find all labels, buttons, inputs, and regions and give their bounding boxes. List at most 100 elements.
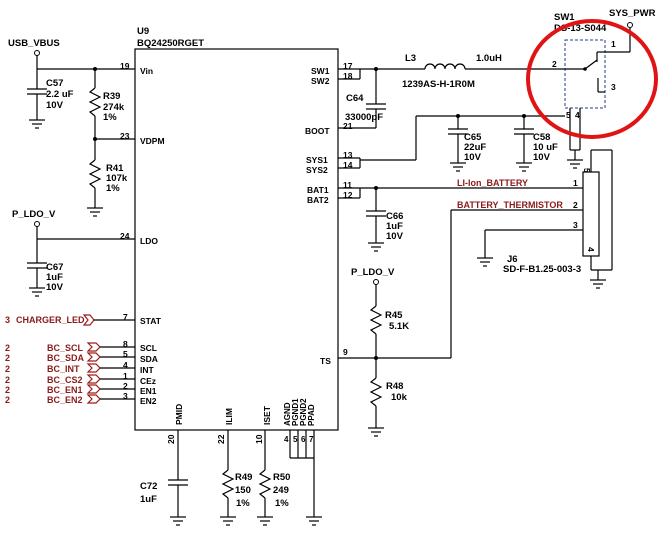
resistor-r48[interactable]: R48 10k — [368, 358, 408, 437]
c65-ref: C65 — [464, 132, 482, 143]
ic-left-pins: 19 Vin 23 VDPM 24 LDO 7 STAT 8 SCL 5 SDA… — [120, 61, 165, 406]
r49-ref: R49 — [235, 472, 252, 483]
net-label-usb-vbus: USB_VBUS — [8, 38, 60, 49]
c65-v2: 10V — [464, 152, 482, 163]
pin-name-bat1: BAT1 — [307, 185, 329, 195]
port-name-bc-scl: BC_SCL — [47, 343, 84, 353]
c67-v1: 1uF — [46, 272, 63, 283]
pin-num-ilim: 22 — [216, 434, 226, 444]
c58-ref: C58 — [533, 132, 550, 143]
port-bc-scl[interactable]: 2 BC_SCL — [5, 342, 135, 353]
pin-name-scl: SCL — [140, 343, 157, 353]
port-sheet-charger-led: 3 — [5, 315, 10, 325]
pin-name-en1: EN1 — [140, 386, 157, 396]
usb-vbus-net[interactable]: USB_VBUS — [8, 38, 135, 71]
r45-value: 5.1K — [389, 321, 409, 332]
j6-top-pin: 5 — [582, 168, 592, 173]
pin-name-iset: ISET — [262, 405, 272, 425]
highlight-circle — [526, 19, 658, 139]
port-bc-en2[interactable]: 2 BC_EN2 — [5, 394, 135, 405]
j6-part: SD-F-B1.25-003-3 — [503, 264, 581, 275]
pin-name-int: INT — [140, 365, 155, 375]
p-ldo-v-right-net[interactable]: P_LDO_V — [351, 267, 395, 285]
pin-num-stat: 7 — [123, 312, 128, 322]
capacitor-c65[interactable]: C65 22uF 10V — [448, 116, 486, 172]
c67-v2: 10V — [46, 282, 64, 293]
r39-v1: 274k — [103, 102, 125, 113]
pin-name-sys2: SYS2 — [306, 165, 328, 175]
j6-pin-3: 3 — [573, 220, 578, 230]
capacitor-c72[interactable]: C72 1uF — [140, 430, 188, 526]
pin-num-vin: 19 — [120, 61, 130, 71]
r50-v2: 1% — [275, 498, 289, 509]
sys-pwr-net[interactable]: SYS_PWR — [609, 8, 656, 28]
pin-name-stat: STAT — [140, 316, 162, 326]
r50-ref: R50 — [273, 472, 290, 483]
pin-name-pgnd1: PGND1 — [291, 398, 300, 426]
port-name-charger-led: CHARGER_LED — [16, 315, 85, 325]
pin-num-iset: 10 — [254, 434, 264, 444]
pin-name-pmid: PMID — [174, 404, 184, 425]
resistor-r41[interactable]: R41 107k 1% — [87, 139, 128, 217]
p-ldo-v-left-net[interactable]: P_LDO_V — [12, 209, 135, 240]
pin-name-agnd: AGND — [283, 402, 292, 426]
capacitor-c64[interactable]: C64 33000pF — [338, 69, 386, 129]
pin-num-en2: 3 — [123, 391, 128, 401]
pin-num-bat1: 11 — [343, 180, 352, 190]
pin-num-ldo: 24 — [120, 231, 130, 241]
port-sheet-bc-cs2: 2 — [5, 375, 10, 385]
r39-ref: R39 — [103, 91, 120, 102]
port-sheet-bc-sda: 2 — [5, 353, 10, 363]
r48-ref: R48 — [386, 381, 403, 392]
pin-name-ppad: PPAD — [307, 404, 316, 426]
port-bc-sda[interactable]: 2 BC_SDA — [5, 352, 135, 363]
pin-name-ldo: LDO — [140, 236, 158, 246]
port-bc-int[interactable]: 2 BC_INT — [5, 363, 135, 374]
capacitor-c57[interactable]: C57 2.2 uF 10V — [27, 69, 74, 129]
port-bc-cs2[interactable]: 2 BC_CS2 — [5, 374, 135, 385]
ic-u9[interactable]: U9 BQ24250RGET — [134, 26, 339, 431]
pin-num-en1: 2 — [123, 381, 128, 391]
c66-v2: 10V — [386, 231, 404, 242]
c66-ref: C66 — [386, 211, 403, 222]
resistor-r45[interactable]: R45 5.1K — [369, 284, 409, 358]
pin-num-ts: 9 — [343, 347, 348, 357]
c58-v2: 10V — [533, 152, 551, 163]
resistor-r49[interactable]: R49 150 1% — [220, 430, 252, 526]
pin-num-pgnd1: 5 — [293, 435, 298, 444]
pin-num-int: 4 — [123, 360, 128, 370]
pin-num-sys1: 13 — [343, 150, 353, 160]
resistor-r50[interactable]: R50 249 1% — [257, 430, 290, 526]
port-charger-led[interactable]: 3 CHARGER_LED — [5, 314, 135, 326]
port-sheet-bc-en1: 2 — [5, 385, 10, 395]
pin-num-scl: 8 — [123, 339, 128, 349]
inductor-l3[interactable]: L3 1.0uH 1239AS-H-1R0M — [402, 53, 565, 90]
capacitor-c66[interactable]: C66 1uF 10V — [366, 188, 404, 252]
connector-j6[interactable]: 5 1 2 3 4 J6 SD-F-B1.25-003-3 — [503, 149, 613, 289]
port-sheet-bc-int: 2 — [5, 364, 10, 374]
pin-name-sda: SDA — [140, 354, 158, 364]
r39-v2: 1% — [103, 112, 117, 123]
capacitor-c67[interactable]: C67 1uF 10V — [27, 239, 64, 297]
bat-net: LI-Ion_BATTERY — [338, 178, 583, 199]
pin-name-sys1: SYS1 — [306, 155, 328, 165]
r41-v1: 107k — [106, 173, 128, 184]
ic-right-pins: 17 SW1 18 SW2 21 BOOT 13 SYS1 14 SYS2 11… — [305, 61, 353, 366]
pin-num-sys2: 14 — [343, 160, 353, 170]
pin-num-sw2: 18 — [343, 71, 353, 81]
ground-pins — [289, 430, 322, 526]
c57-v1: 2.2 uF — [46, 89, 74, 100]
r50-v1: 249 — [273, 485, 289, 496]
c57-v2: 10V — [46, 100, 64, 111]
resistor-r39[interactable]: R39 274k 1% — [88, 69, 125, 139]
r49-v1: 150 — [235, 485, 251, 496]
net-label-sys-pwr: SYS_PWR — [609, 8, 656, 19]
r41-ref: R41 — [106, 163, 124, 174]
pin-num-pgnd2: 6 — [301, 435, 306, 444]
port-bc-en1[interactable]: 2 BC_EN1 — [5, 384, 135, 395]
switch-sw1[interactable]: SW1 DS-13-S044 1 2 3 5 4 — [552, 12, 631, 169]
l3-part: 1239AS-H-1R0M — [402, 79, 475, 90]
pin-name-sw1: SW1 — [311, 66, 330, 76]
capacitor-c58[interactable]: C58 10 uF 10V — [514, 116, 558, 172]
pin-name-sw2: SW2 — [311, 76, 330, 86]
